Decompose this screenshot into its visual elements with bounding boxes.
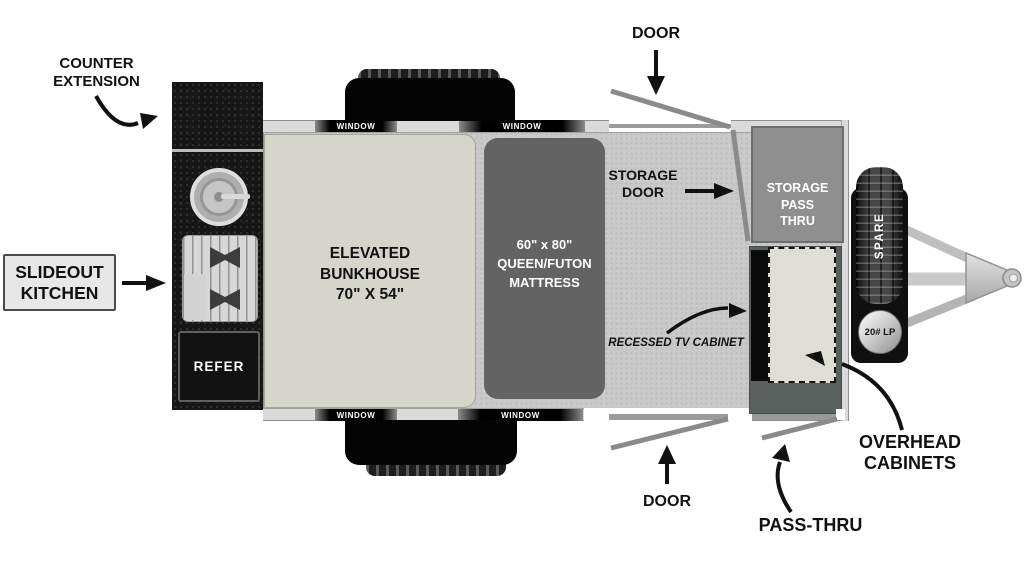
pass-thru-sill — [752, 414, 837, 420]
refrigerator: REFER — [178, 331, 260, 402]
burner-icon — [210, 247, 240, 268]
storage-pass-thru-line2: PASS — [780, 197, 815, 212]
sink-drain — [214, 192, 224, 202]
storage-door-swing — [730, 129, 751, 242]
slideout-kitchen-label: SLIDEOUT KITCHEN — [3, 254, 116, 311]
lp-tank: 20# LP — [858, 310, 902, 354]
wall-gap-front-bottom — [836, 409, 845, 420]
window-label: WINDOW — [502, 121, 542, 131]
mattress-line2: QUEEN/FUTON — [497, 256, 592, 272]
counter-extension-arrow — [94, 95, 139, 127]
counter-extension-area — [172, 82, 263, 149]
bunkhouse-line3: 70" X 54" — [335, 286, 405, 304]
storage-pass-thru-line1: STORAGE — [766, 181, 829, 196]
sink-faucet — [221, 194, 250, 199]
window-label: WINDOW — [501, 410, 540, 420]
recessed-tv-arrowhead — [729, 303, 747, 318]
storage-door-arrowhead — [714, 183, 734, 199]
arrows — [94, 50, 904, 514]
overhead-cabinets-arrow — [841, 362, 904, 431]
burner-icon — [210, 289, 240, 310]
mattress-line1: 60" x 80" — [516, 237, 573, 253]
wheel-fender-top — [345, 78, 515, 121]
pass-thru-label: PASS-THRU — [758, 515, 863, 535]
overhead-cabinets-area — [768, 247, 836, 383]
window-top-left: WINDOW — [315, 120, 397, 132]
pass-thru-arrow — [775, 461, 793, 514]
window-bottom-left: WINDOW — [315, 409, 397, 421]
entry-door-sill-bottom — [609, 414, 728, 420]
counter-extension-label: COUNTER EXTENSION — [53, 55, 140, 90]
bunkhouse-line2: BUNKHOUSE — [320, 265, 420, 283]
door-top-label: DOOR — [632, 25, 680, 42]
bunkhouse-line1: ELEVATED — [329, 245, 411, 263]
door-swing-top — [610, 88, 731, 130]
counter-divider — [172, 149, 263, 152]
storage-pass-thru-line3: THRU — [780, 213, 815, 228]
window-bottom-right: WINDOW — [458, 409, 583, 421]
storage-door-label: STORAGE DOOR — [608, 167, 678, 200]
cooktop-counter — [184, 274, 206, 320]
storage-pass-thru: STORAGE PASS THRU — [751, 126, 844, 243]
door-bottom-label: DOOR — [643, 493, 691, 510]
overhead-cabinets-label: OVERHEAD CABINETS — [858, 432, 961, 474]
queen-futon-mattress: 60" x 80" QUEEN/FUTON MATTRESS — [484, 138, 605, 399]
window-label: WINDOW — [336, 121, 376, 131]
counter-extension-arrowhead — [140, 113, 158, 129]
overhead-cabinets-arrowhead — [805, 351, 825, 366]
lp-tank-label: 20# LP — [864, 326, 896, 338]
refer-label: REFER — [193, 359, 245, 374]
entry-door-sill-top — [609, 124, 731, 128]
recessed-tv-arrow — [665, 306, 729, 335]
tongue-lower-bar — [900, 291, 976, 330]
door-top-arrowhead — [647, 76, 665, 95]
recessed-tv-cabinet-label: RECESSED TV CABINET — [608, 337, 744, 349]
wheel-fender-bottom — [345, 420, 517, 465]
slideout-kitchen-arrowhead — [146, 275, 166, 291]
pass-thru-door-swing — [761, 416, 838, 441]
mattress-line3: MATTRESS — [509, 274, 580, 290]
pass-thru-arrowhead — [772, 444, 790, 462]
recessed-tv-cabinet — [751, 250, 768, 381]
window-label: WINDOW — [336, 410, 376, 420]
tongue-upper-bar — [900, 223, 976, 266]
window-top-right: WINDOW — [459, 120, 585, 132]
door-swing-bottom — [610, 416, 729, 451]
elevated-bunkhouse: ELEVATED BUNKHOUSE 70" X 54" — [264, 134, 476, 408]
door-bottom-arrowhead — [658, 445, 676, 464]
spare-tire: SPARE — [856, 167, 903, 304]
coupler-hole — [1009, 273, 1018, 283]
